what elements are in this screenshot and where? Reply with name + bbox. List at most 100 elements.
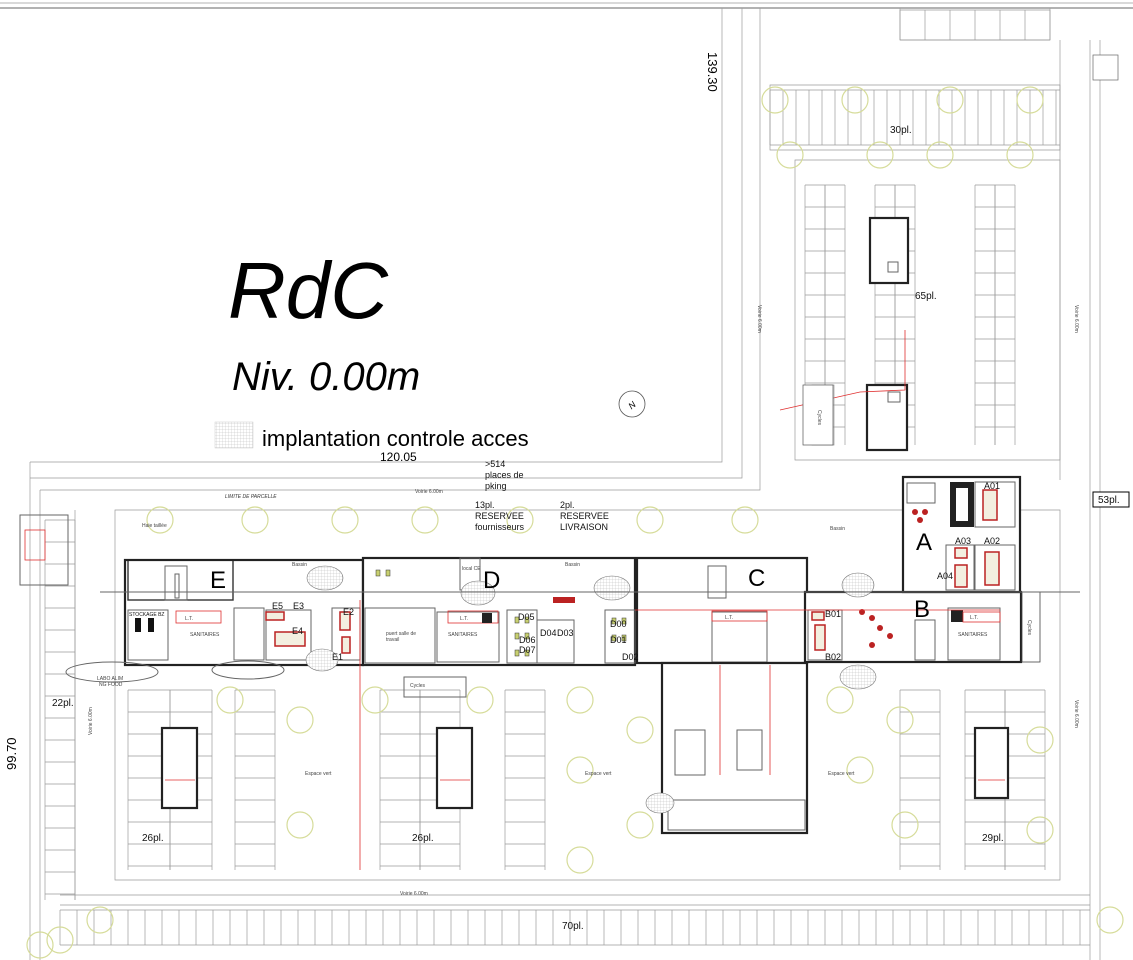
tree-icon [86,906,114,934]
room-e2: E2 [343,607,354,617]
dimension-width: 120.05 [380,450,417,464]
room-d02: D02 [622,652,639,662]
basin-label: Bassin [565,562,580,568]
cycles-box [802,384,834,446]
parking-total-note: >514 places de pking [485,459,524,491]
tree-icon [626,716,654,744]
tree-icon [566,756,594,784]
room-e1: E1 [332,652,343,662]
room-a03: A03 [955,536,971,546]
tree-icon [731,506,759,534]
tree-icon [826,686,854,714]
building-label-c: C [748,565,765,592]
access-control-legend-swatch [214,421,254,449]
tree-icon [286,811,314,839]
green-space-label: Espace vert [305,771,332,777]
area-labels: Bassin Bassin Bassin Espace vert Espace … [97,410,1032,777]
tree-icon [146,506,174,534]
reserved-suppliers: 13pl. RESERVEE fournisseurs [475,500,525,532]
reserved-line: RESERVEE [475,511,524,521]
dimension-depth-right: 139.30 [705,52,720,92]
legend-label: implantation controle acces [262,426,529,451]
room-d00: D00 [610,619,627,629]
room-d01: D01 [610,635,627,645]
cycles-label: Cycles [1026,620,1032,636]
tree-icon [636,506,664,534]
parking-count-top: 30pl. [890,125,912,136]
tree-icon [1016,86,1044,114]
reserved-count: 13pl. [475,500,495,510]
tree-icon [286,706,314,734]
road-label: Voirie 6.00m [400,891,428,897]
reserved-line: fournisseurs [475,522,525,532]
parking-count-bottom: 70pl. [562,921,584,932]
lab-label: NG FOOD [99,682,123,688]
room-a02: A02 [984,536,1000,546]
tree-icon [776,141,804,169]
building-label-a: A [916,529,932,556]
reserved-delivery: 2pl. RESERVEE LIVRAISON [560,500,609,532]
room-e3: E3 [293,601,304,611]
room-labels: A01 A02 A03 A04 B01 B02 D00 D01 D02 D03 … [272,481,1000,662]
building-label-d: D [483,567,500,594]
green-space-label: Espace vert [828,771,855,777]
work-room-label: puert salle de [386,631,416,637]
parking-count-bottom-right: 29pl. [982,833,1004,844]
room-d04: D04 [540,628,557,638]
sanitary-label: SANITAIRES [190,632,220,638]
tree-icon [1026,816,1054,844]
room-e5: E5 [272,601,283,611]
dimension-depth-left: 99.70 [4,737,19,770]
parking-count-right: 53pl. [1098,495,1120,506]
stair-core-upper [779,216,910,452]
tree-icon [886,706,914,734]
technical-room-label: L.T. [185,616,193,622]
room-b01: B01 [825,609,841,619]
lab-label: LABO ALIM [97,676,123,682]
parking-count-bottom-left-1: 26pl. [142,833,164,844]
tree-icon [926,141,954,169]
parking-note-line: pking [485,481,507,491]
cycles-label: Cycles [410,683,426,689]
parking-count-left: 22pl. [52,698,74,709]
room-d06: D06 [519,635,536,645]
storage-label: STOCKAGE BZ [129,612,164,618]
room-d05: D05 [518,612,535,622]
parking-count-right-box [1092,491,1130,508]
parking-note-line: >514 [485,459,505,469]
road-label: Voirie 6.00m [756,305,762,333]
north-arrow-icon: N [618,390,646,418]
sanitary-label: SANITAIRES [448,632,478,638]
tree-icon [466,686,494,714]
tree-icon [841,86,869,114]
cycles-label: Cycles [816,410,822,426]
tree-icon [506,506,534,534]
tree-icon [566,846,594,874]
room-d03: D03 [557,628,574,638]
tree-icon [1096,906,1124,934]
tree-icon [411,506,439,534]
tree-icon [1026,726,1054,754]
tree-icon [241,506,269,534]
building-label-b: B [914,596,930,623]
basin-label: Bassin [830,526,845,532]
tree-icon [891,811,919,839]
room-d07: D07 [519,645,536,655]
work-room-label: travail [386,637,399,643]
road-label: Voirie 6.00m [1073,700,1079,728]
tree-icon [936,86,964,114]
tree-icon [566,686,594,714]
room-a01: A01 [984,481,1000,491]
road-label: Voirie 6.00m [415,489,443,495]
technical-room-label: L.T. [725,615,733,621]
tree-icon [331,506,359,534]
local-ce-label: local CE [462,566,481,572]
tree-icon [846,756,874,784]
tree-icon [1006,141,1034,169]
level-title: RdC [228,246,389,335]
road-label: Voirie 6.00m [1073,305,1079,333]
hedge-label: Haie taillée [142,523,167,529]
svg-text:N: N [626,399,638,411]
stair-cores-lower [19,54,1119,810]
